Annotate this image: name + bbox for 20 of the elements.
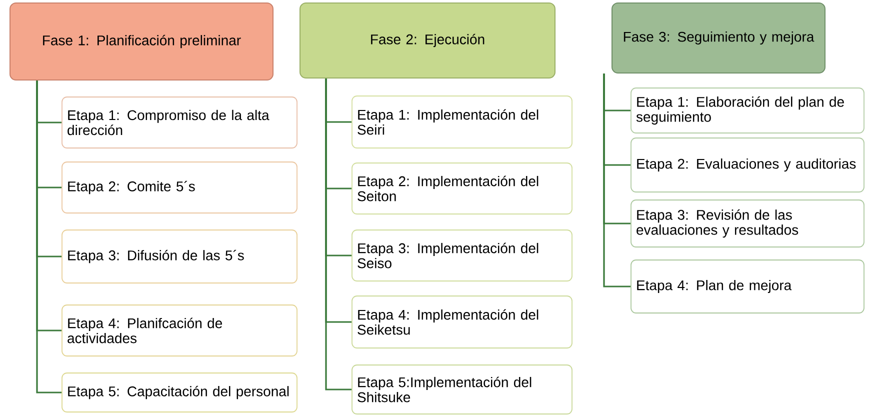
- stage-box: Etapa 5: Capacitación del personal: [62, 372, 298, 412]
- stage-box: Etapa 4: Plan de mejora: [630, 260, 864, 314]
- stage-box: Etapa 3: Difusión de las 5´s: [62, 230, 298, 284]
- stage-box: Etapa 5:Implementación del Shitsuke: [352, 364, 572, 414]
- stage-box: Etapa 4: Planifcación de actividades: [62, 304, 298, 356]
- stage-box: Etapa 2: Implementación del Seiton: [352, 162, 572, 214]
- phase-box: Fase 1: Planificación preliminar: [10, 2, 274, 80]
- stage-box: Etapa 4: Implementación del Seiketsu: [352, 296, 572, 348]
- stage-box: Etapa 1: Compromiso de la alta dirección: [62, 96, 298, 148]
- connector-line: [603, 74, 631, 288]
- stage-box: Etapa 2: Comite 5´s: [62, 162, 298, 214]
- stage-box: Etapa 3: Implementación del Seiso: [352, 230, 572, 282]
- phase-box: Fase 3: Seguimiento y mejora: [612, 2, 826, 74]
- stage-box: Etapa 2: Evaluaciones y auditorias: [630, 138, 864, 192]
- connector-line: [325, 78, 352, 390]
- stage-box: Etapa 3: Revisión de las evaluaciones y resultados: [630, 200, 864, 248]
- connector-line: [36, 80, 62, 394]
- stage-box: Etapa 1: Elaboración del plan de seguimiento: [630, 88, 864, 134]
- phase-box: Fase 2: Ejecución: [300, 2, 556, 78]
- stage-box: Etapa 1: Implementación del Seiri: [352, 96, 572, 148]
